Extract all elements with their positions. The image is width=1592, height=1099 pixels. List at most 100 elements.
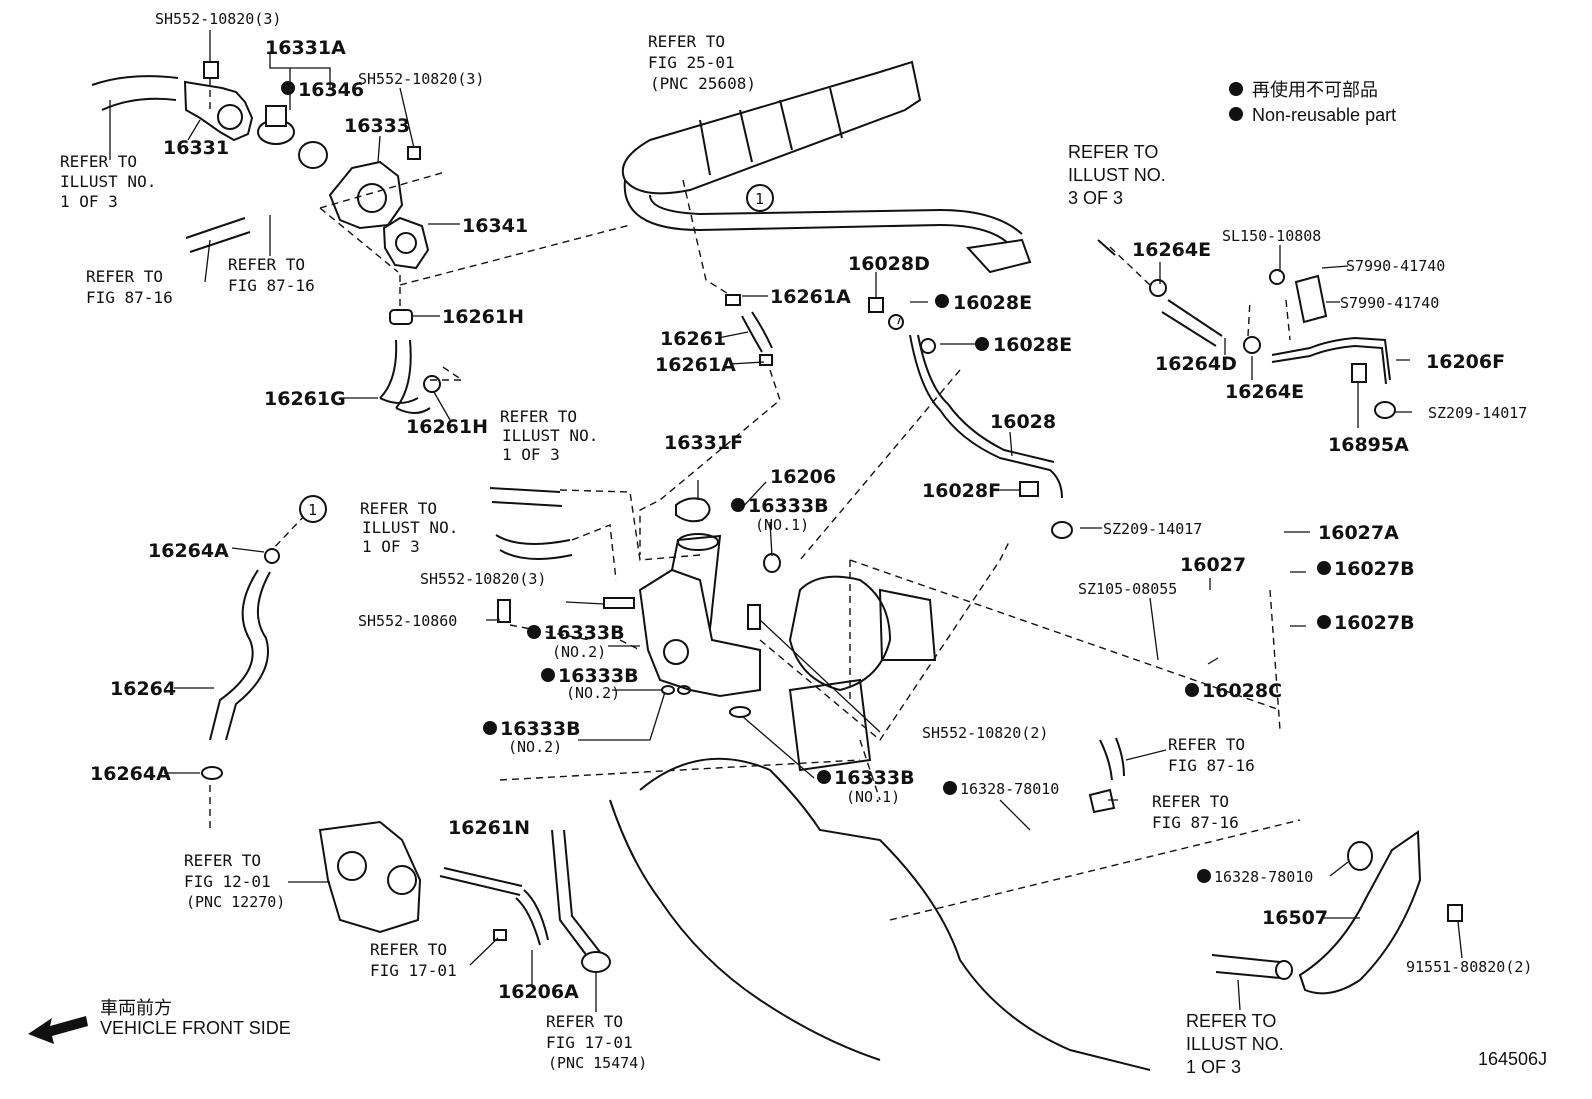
refer-line: REFER TO <box>1152 792 1229 811</box>
label-16028D: 16028D <box>848 253 930 275</box>
oring-b-drawing <box>661 685 675 695</box>
front-en: VEHICLE FRONT SIDE <box>100 1018 291 1038</box>
nonreusable-markers <box>281 81 1331 883</box>
housing-center-bore <box>663 639 689 665</box>
label-sz209-a: SZ209-14017 <box>1103 520 1202 538</box>
leaders-16261 <box>717 295 768 365</box>
leaders-lower <box>288 749 1463 1012</box>
clamp-sz209-drawing <box>1051 521 1073 539</box>
nonreusable-dot-icon <box>975 337 989 351</box>
refer-line: ILLUST NO. <box>1186 1034 1284 1054</box>
refer-line: REFER TO <box>228 255 305 274</box>
guide-lines <box>209 78 1301 921</box>
label-sz209-b: SZ209-14017 <box>1428 404 1527 422</box>
refer-line: FIG 87-16 <box>1168 756 1255 775</box>
label-no2-d: (NO.2) <box>508 738 562 756</box>
label-16333B-a: 16333B <box>748 495 829 517</box>
legend-jp: 再使用不可部品 <box>1252 80 1378 100</box>
bolt-drawing-2 <box>407 146 421 160</box>
callout-1-left-text: 1 <box>308 501 317 519</box>
refer-line: REFER TO <box>360 499 437 518</box>
refer-line: ILLUST NO. <box>502 426 598 445</box>
refer-fig8716-d: REFER TO FIG 87-16 <box>1152 792 1239 832</box>
clamp-16261H-b-drawing <box>423 375 441 393</box>
block-panel-drawing <box>788 678 872 772</box>
clamp-16261A-b-drawing <box>759 354 773 366</box>
refer-line: REFER TO <box>546 1012 623 1031</box>
oring-e-drawing <box>729 706 751 718</box>
pipe-16028-drawing <box>909 334 1063 499</box>
nonreusable-dot-icon <box>817 770 831 784</box>
refer-line: REFER TO <box>370 940 447 959</box>
label-no1-a: (NO.1) <box>755 516 809 534</box>
refer-line: (PNC 25608) <box>650 74 756 93</box>
pipe-16206A-drawing <box>515 889 549 946</box>
refer-line: REFER TO <box>1168 735 1245 754</box>
clamp-16264A-b-drawing <box>201 766 223 780</box>
label-16328-b: 16328-78010 <box>1214 868 1313 886</box>
label-16328-a: 16328-78010 <box>960 780 1059 798</box>
label-16333B-b: 16333B <box>544 622 625 644</box>
dash-misc <box>889 246 1301 921</box>
housing-bore <box>357 183 387 213</box>
refer-line: 3 OF 3 <box>1068 188 1123 208</box>
refer-line: 1 OF 3 <box>502 445 560 464</box>
label-16264E-b: 16264E <box>1225 381 1304 403</box>
refer-line: FIG 17-01 <box>370 961 457 980</box>
refer-line: (PNC 15474) <box>548 1054 647 1072</box>
pipe-16507-drawing <box>1298 830 1422 995</box>
gasket-16346-drawing <box>298 141 328 169</box>
pump-bore-a <box>337 851 367 881</box>
label-16264: 16264 <box>110 678 176 700</box>
label-16261A-b: 16261A <box>655 354 736 376</box>
label-16261H-a: 16261H <box>442 306 524 328</box>
nonreusable-dot-icon <box>527 625 541 639</box>
refer-line: REFER TO <box>500 407 577 426</box>
label-16261: 16261 <box>660 328 726 350</box>
refer-line: REFER TO <box>648 32 725 51</box>
pump-drawing <box>318 820 422 934</box>
bracket-s7990-drawing <box>1294 274 1328 324</box>
refer-ill-1of3-c: REFER TO ILLUST NO. 1 OF 3 <box>360 499 458 556</box>
gasket-16328-drawing <box>1347 841 1373 871</box>
label-16507: 16507 <box>1262 907 1328 929</box>
label-16264D: 16264D <box>1155 353 1237 375</box>
refer-line: REFER TO <box>86 267 163 286</box>
bolt-sh552-drawing <box>603 597 635 609</box>
refer-line: ILLUST NO. <box>362 518 458 537</box>
refer-fig1201: REFER TO FIG 12-01 (PNC 12270) <box>184 851 285 911</box>
refer-line: (PNC 12270) <box>186 893 285 911</box>
label-16028C: 16028C <box>1202 680 1282 702</box>
hose-16264D-drawing <box>1161 299 1223 347</box>
hose-ref-b-drawing <box>495 534 573 560</box>
hose-ill-d-end <box>1275 960 1293 980</box>
nonreusable-dot-icon <box>1317 561 1331 575</box>
diagram-id: 164506J <box>1478 1049 1547 1069</box>
hose-16264-drawing <box>209 569 271 741</box>
callout-1-top-text: 1 <box>755 190 764 208</box>
label-sh552-10860: SH552-10860 <box>358 612 457 630</box>
dash-to-egr <box>399 224 631 286</box>
washer-16028E-b-drawing <box>920 338 936 354</box>
label-16027B-b: 16027B <box>1334 612 1415 634</box>
bolt-fig1701-drawing <box>493 929 507 941</box>
refer-fig8716-a: REFER TO FIG 87-16 <box>86 267 173 307</box>
label-16261G: 16261G <box>264 388 346 410</box>
label-16028E-a: 16028E <box>953 292 1032 314</box>
part-drawings <box>28 60 1463 1071</box>
refer-fig1701-a: REFER TO FIG 17-01 <box>370 940 457 980</box>
bracket-engine-drawing <box>878 588 937 661</box>
egr-tube-drawing <box>623 179 1023 246</box>
hose-ill-d-drawing <box>1211 954 1281 979</box>
refer-line: 1 OF 3 <box>1186 1057 1241 1077</box>
nonreusable-dot-icon <box>731 498 745 512</box>
hose-16261N-drawing <box>439 867 523 896</box>
label-s7990-a: S7990-41740 <box>1346 257 1445 275</box>
refer-fig1701-b: REFER TO FIG 17-01 (PNC 15474) <box>546 1012 647 1072</box>
refer-line: REFER TO <box>1186 1011 1276 1031</box>
refer-ill-3of3: REFER TO ILLUST NO. 3 OF 3 <box>1068 142 1166 208</box>
clamp-16264A-drawing <box>264 548 280 564</box>
egr-cooler-drawing <box>621 60 922 195</box>
refer-line: ILLUST NO. <box>60 172 156 191</box>
